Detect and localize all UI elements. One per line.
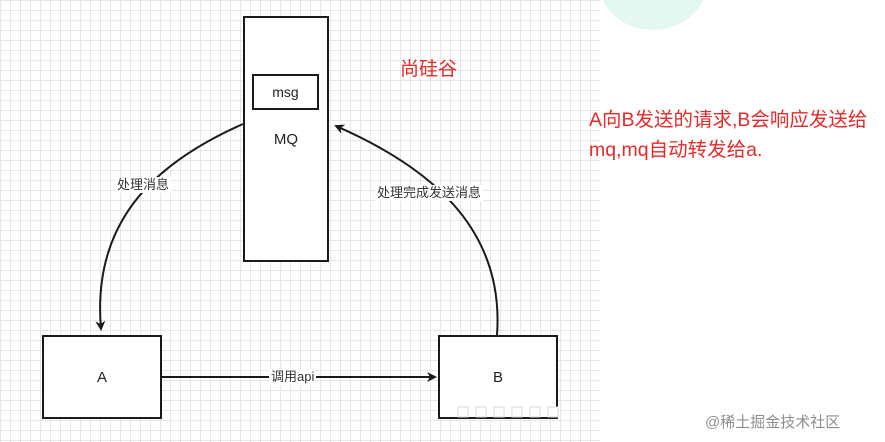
brand-label: 尚硅谷 xyxy=(400,59,458,80)
annotation-note: A向B发送的请求,B会响应发送给mq,mq自动转发给a. xyxy=(589,109,868,161)
edge-a-to-b-label: 调用api xyxy=(269,369,317,385)
msg-node[interactable]: msg xyxy=(252,74,319,110)
edge-mq-to-a-label: 处理消息 xyxy=(115,177,172,193)
watermark-glyph-marks xyxy=(457,406,559,418)
edge-mq-to-a xyxy=(95,123,244,331)
node-b-label: B xyxy=(492,368,503,386)
node-a[interactable]: A xyxy=(42,335,162,419)
msg-label: msg xyxy=(272,84,299,100)
mq-label: MQ xyxy=(273,131,299,148)
node-b[interactable]: B xyxy=(438,335,558,419)
watermark-text: @稀土掘金技术社区 xyxy=(705,414,841,431)
node-a-label: A xyxy=(96,368,107,386)
mq-node[interactable] xyxy=(243,16,329,262)
edge-b-to-mq xyxy=(334,124,499,336)
decorative-corner-shape xyxy=(598,0,708,30)
edge-b-to-mq-label: 处理完成发送消息 xyxy=(375,185,484,201)
